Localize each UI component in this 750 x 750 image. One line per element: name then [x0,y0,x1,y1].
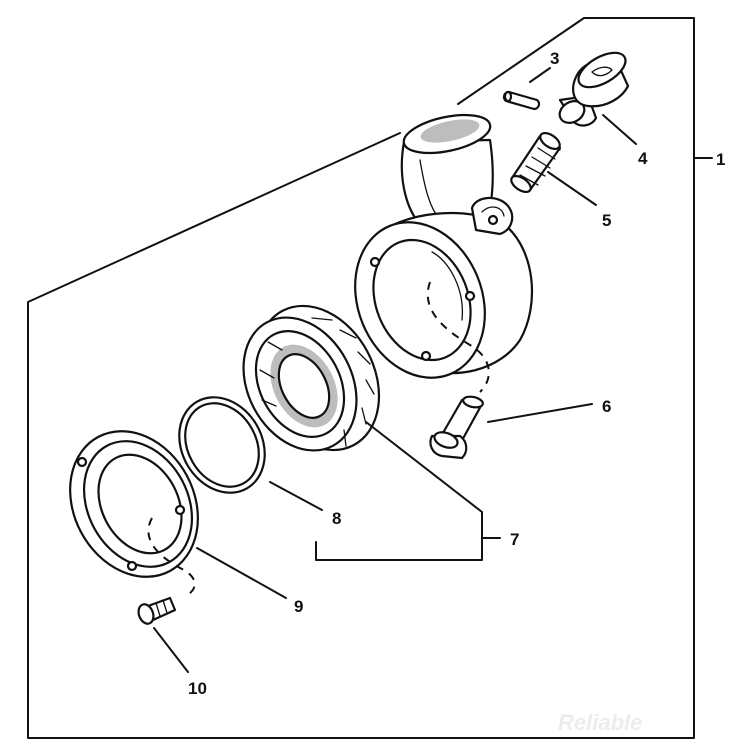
assembly-path-6 [426,281,490,393]
leader-lines [153,67,637,673]
callout-7: 7 [510,530,519,549]
callout-3: 3 [550,49,559,68]
part-9-flange [69,430,199,578]
callout-9: 9 [294,597,303,616]
callout-8: 8 [332,509,341,528]
part-5-spring [510,131,562,194]
callout-6: 6 [602,397,611,416]
watermark: Reliable [558,710,642,735]
part-3-pin [502,90,541,111]
part-10-screw [137,596,177,625]
part-1-valve-body [354,113,534,379]
callout-5: 5 [602,211,611,230]
callout-1: 1 [716,150,725,169]
part-7-union-nut [242,304,381,452]
assembly-path-10 [147,517,196,597]
assembly-boundary-outline [27,17,695,739]
part-8-o-ring [178,396,266,494]
callout-10: 10 [188,679,207,698]
callout-4: 4 [638,149,648,168]
part-6-screw [429,395,484,460]
part-4-knob [558,51,630,127]
